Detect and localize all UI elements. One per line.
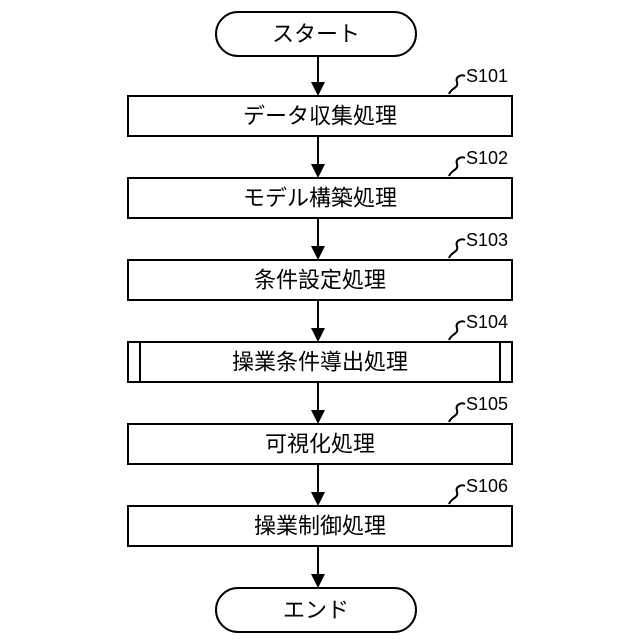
step-s101-label: データ収集処理 — [243, 105, 397, 130]
step-s104: 操業条件導出処理 S104 — [128, 312, 512, 382]
arrow-s105-to-s106 — [311, 464, 325, 506]
end-label: エンド — [283, 599, 349, 624]
arrow-start-to-s101 — [311, 56, 325, 96]
step-s105-leader — [449, 403, 465, 422]
start-terminal: スタート — [216, 12, 416, 56]
arrow-s104-to-s105 — [311, 382, 325, 424]
step-s106-leader — [449, 485, 465, 504]
step-s105-label: 可視化処理 — [265, 433, 375, 458]
step-s105: 可視化処理 S105 — [128, 394, 512, 464]
step-s103-id: S103 — [466, 230, 508, 250]
step-s102-id: S102 — [466, 148, 508, 168]
step-s106-id: S106 — [466, 476, 508, 496]
step-s102-label: モデル構築処理 — [243, 187, 397, 212]
step-s104-id: S104 — [466, 312, 508, 332]
arrow-s102-to-s103 — [311, 218, 325, 260]
arrow-s101-to-s102 — [311, 136, 325, 178]
start-label: スタート — [272, 23, 360, 48]
step-s101-leader — [449, 75, 465, 94]
step-s104-label: 操業条件導出処理 — [232, 351, 408, 376]
arrow-s103-to-s104 — [311, 300, 325, 342]
step-s103-label: 条件設定処理 — [254, 269, 386, 294]
end-terminal: エンド — [216, 588, 416, 632]
step-s106-label: 操業制御処理 — [254, 515, 386, 540]
step-s106: 操業制御処理 S106 — [128, 476, 512, 546]
arrow-s106-to-end — [311, 546, 325, 588]
step-s102: モデル構築処理 S102 — [128, 148, 512, 218]
step-s103: 条件設定処理 S103 — [128, 230, 512, 300]
step-s105-id: S105 — [466, 394, 508, 414]
step-s102-leader — [449, 157, 465, 176]
step-s101-id: S101 — [466, 66, 508, 86]
step-s104-leader — [449, 321, 465, 340]
step-s101: データ収集処理 S101 — [128, 66, 512, 136]
step-s103-leader — [449, 239, 465, 258]
